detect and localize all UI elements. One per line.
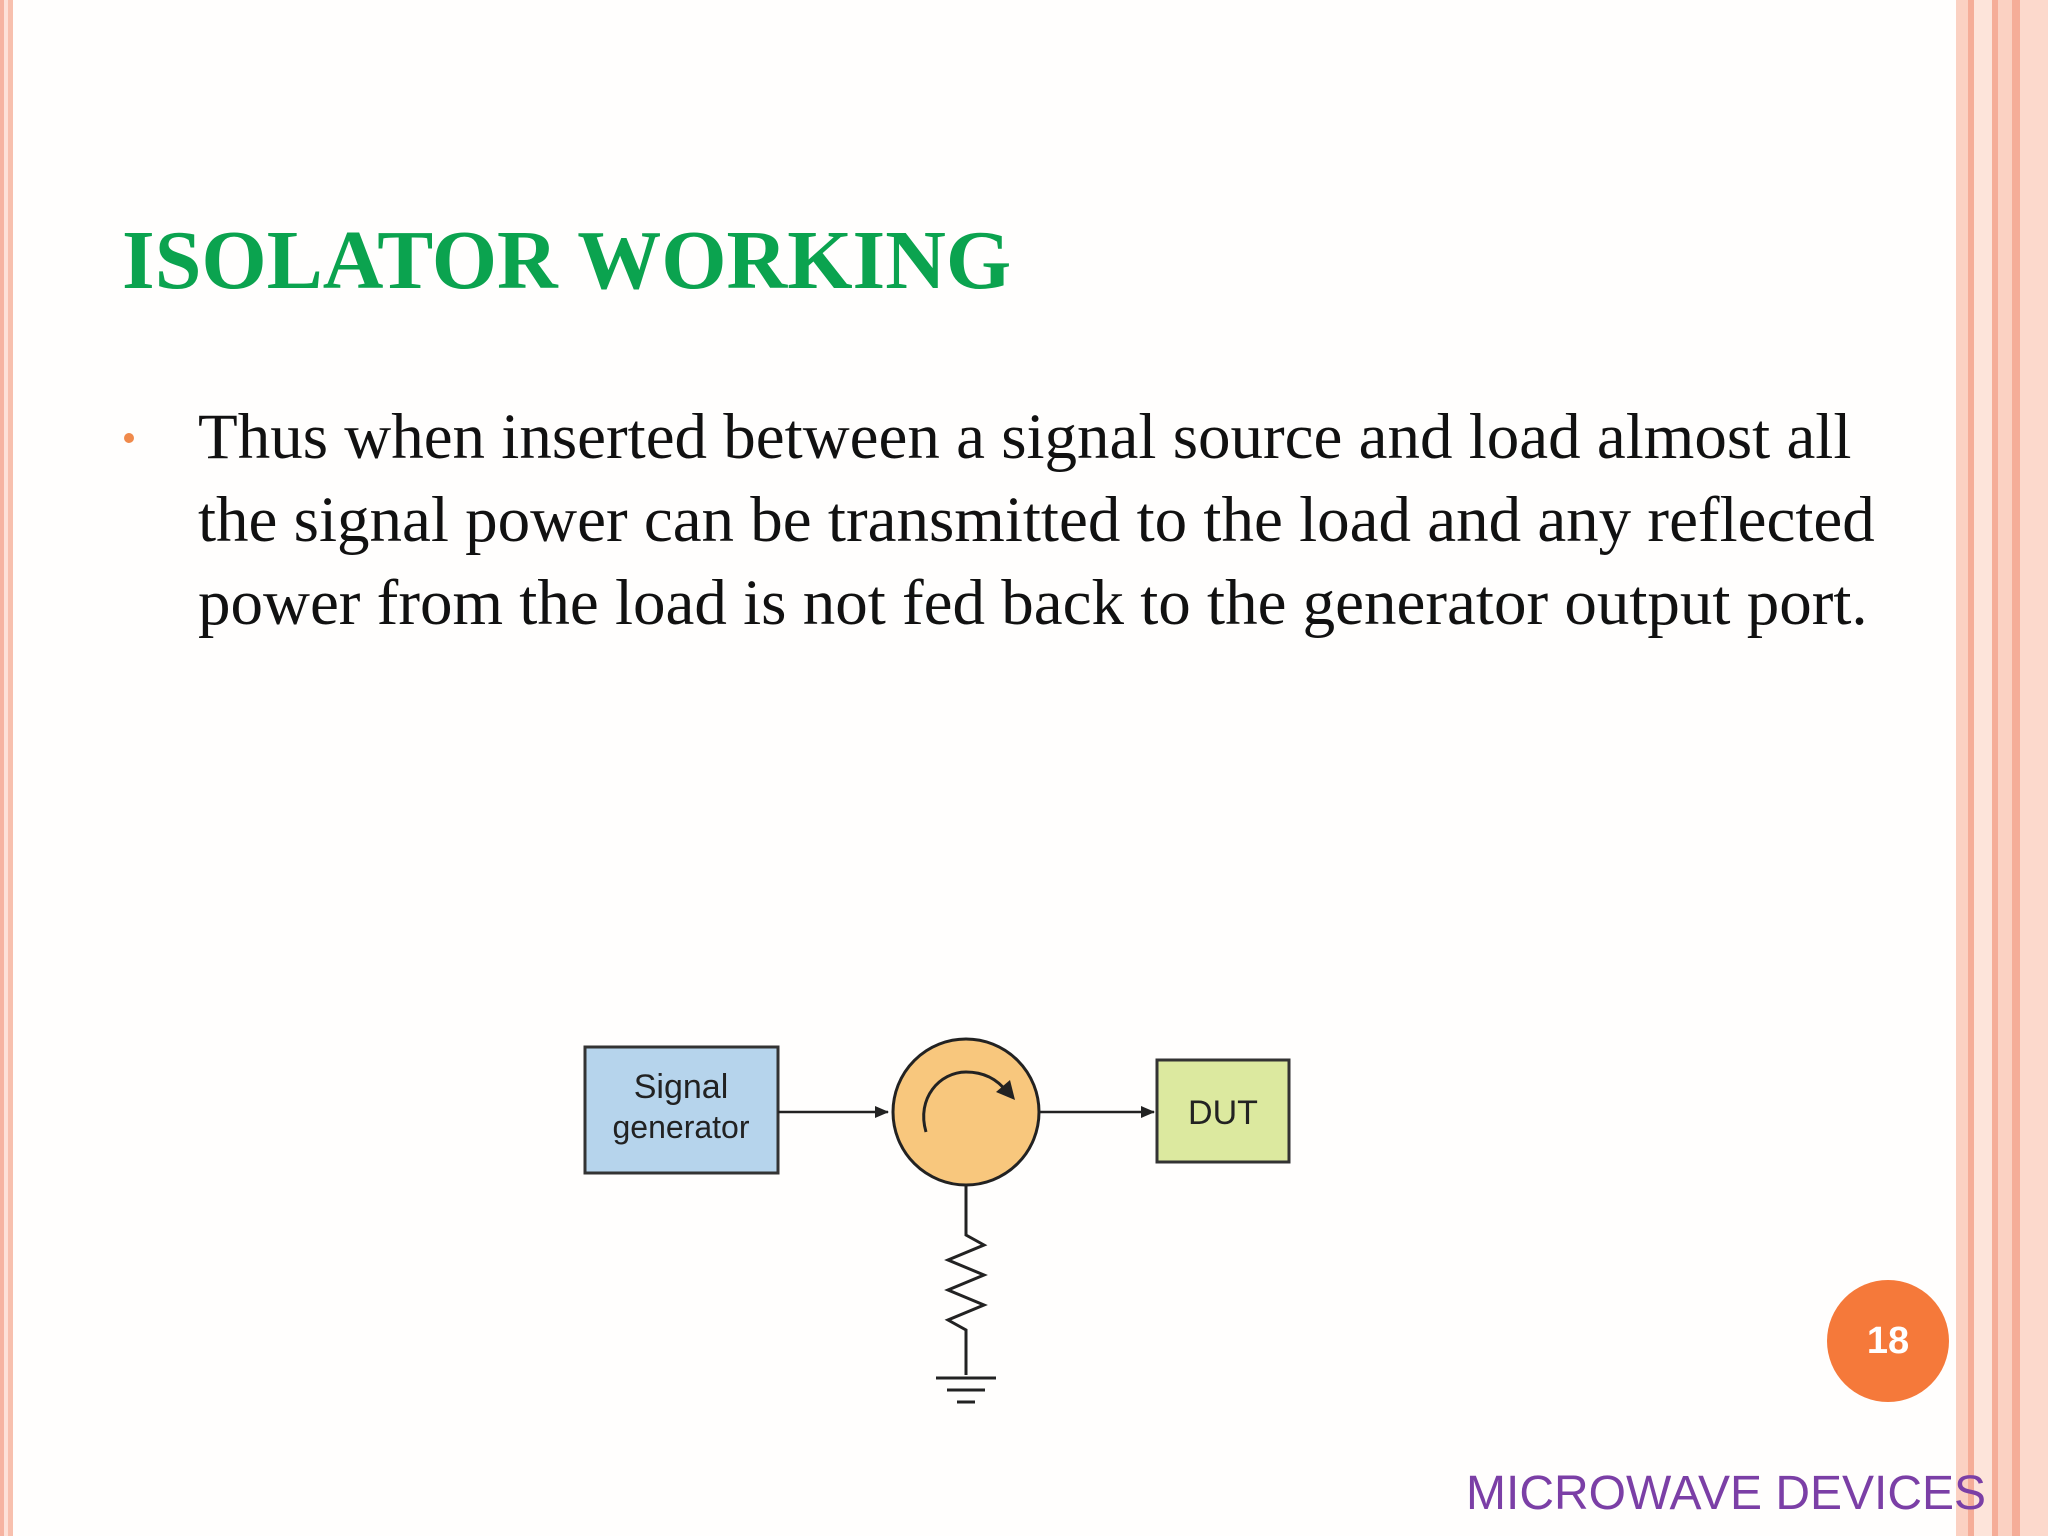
circulator-rotation-arrow-icon — [922, 1070, 1009, 1133]
signal-generator-label-line2: generator — [613, 1109, 750, 1145]
footer-text: MICROWAVE DEVICES — [1466, 1467, 1987, 1520]
bullet-text: Thus when inserted between a signal sour… — [198, 401, 1875, 639]
ground-icon — [936, 1376, 996, 1404]
dut-box — [1155, 1058, 1291, 1164]
termination-resistor — [944, 1185, 988, 1375]
dut-label: DUT — [1188, 1094, 1258, 1132]
circulator — [891, 1037, 1041, 1187]
circulator-arrowhead-icon — [996, 1080, 1015, 1100]
right-border-decoration — [1956, 0, 2048, 1536]
bullet-marker — [124, 433, 134, 443]
signal-generator-box — [583, 1045, 780, 1175]
isolator-circuit-diagram: Signal generator DUT — [583, 1037, 1291, 1404]
page-number-badge: 18 — [1827, 1280, 1949, 1402]
left-border-decoration — [0, 0, 13, 1536]
signal-generator-label-line1: Signal — [634, 1068, 729, 1106]
slide-title: ISOLATOR WORKING — [122, 214, 1012, 307]
